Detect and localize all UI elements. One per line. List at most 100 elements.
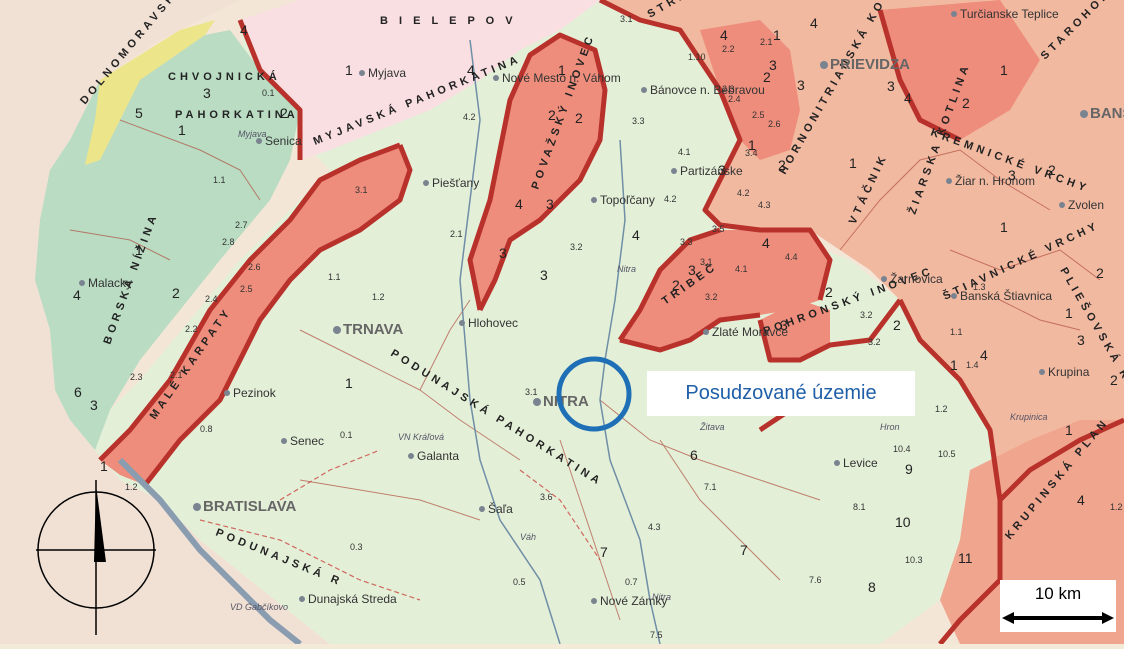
area-number: 2	[280, 105, 288, 121]
area-number: 1	[1000, 219, 1008, 235]
area-number: 3	[797, 77, 805, 93]
city-marker-nitra	[533, 398, 541, 406]
area-number: 1	[345, 375, 353, 391]
area-number: 2	[548, 107, 556, 123]
povazsky-inovec-area	[470, 35, 605, 310]
sub-area-number: 4.3	[758, 200, 771, 210]
river-label: Žitava	[699, 422, 725, 432]
kremnicke-area	[880, 0, 1040, 140]
city-marker-senec	[281, 438, 287, 444]
sub-area-number: 7.6	[809, 575, 822, 585]
sub-area-number: 10.4	[893, 444, 911, 454]
area-number: 2	[778, 157, 786, 173]
sub-area-number: 2.4	[728, 94, 741, 104]
scale-bar-label: 10 km	[1034, 584, 1082, 603]
area-number: 1	[100, 458, 108, 474]
river-label: VN Kráľová	[398, 432, 444, 442]
sub-area-number: 1.4	[966, 360, 979, 370]
sub-area-number: 3.1	[525, 387, 538, 397]
city-marker-stiavnica	[951, 293, 957, 299]
sub-area-number: 3.1	[620, 14, 633, 24]
city-label-partizanske: Partizánske	[680, 164, 743, 178]
river-label: Nitra	[652, 592, 671, 602]
sub-area-number: 1.1	[328, 272, 341, 282]
area-number: 3	[718, 162, 726, 178]
area-number: 3	[203, 85, 211, 101]
sub-area-number: 0.8	[200, 424, 213, 434]
sub-area-number: 0.7	[625, 577, 638, 587]
sub-area-number: 0.3	[350, 542, 363, 552]
hornonitrianska-area	[700, 20, 800, 160]
city-label-senec: Senec	[290, 434, 324, 448]
region-label-chvojnicka: CHVOJNICKÁ	[168, 70, 281, 83]
area-number: 1	[1065, 422, 1073, 438]
sub-area-number: 4.3	[648, 522, 661, 532]
sub-area-number: 4.2	[664, 194, 677, 204]
city-marker-partizanske	[671, 168, 677, 174]
area-number: 3	[1077, 332, 1085, 348]
city-label-malacky: Malacky	[88, 276, 132, 290]
city-marker-piestany	[423, 180, 429, 186]
area-number: 10	[895, 514, 911, 530]
area-number: 4	[632, 227, 640, 243]
sub-area-number: 1.2	[935, 404, 948, 414]
area-number: 3	[1008, 167, 1016, 183]
rivers	[117, 39, 661, 647]
city-marker-trnava	[333, 326, 341, 334]
neighbour-area	[0, 0, 330, 644]
city-marker-senica	[256, 138, 262, 144]
internal-boundaries	[69, 119, 1101, 621]
area-number: 1	[178, 122, 186, 138]
sub-area-numbers: 3.11.102.22.12.32.42.52.63.33.44.14.23.5…	[125, 14, 1123, 640]
river-label: Hron	[880, 422, 900, 432]
city-marker-moravce	[703, 329, 709, 335]
area-number: 2	[962, 95, 970, 111]
sub-area-number: 2.5	[240, 284, 253, 294]
city-label-turcianske: Turčianske Teplice	[960, 7, 1059, 21]
region-boundaries	[98, 0, 1124, 646]
area-number: 4	[73, 287, 81, 303]
sub-area-number: 10.5	[938, 449, 956, 459]
city-label-moravce: Zlaté Moravce	[712, 325, 788, 339]
city-label-krupina: Krupina	[1048, 365, 1090, 379]
city-label-stiavnica: Banská Štiavnica	[960, 288, 1052, 303]
sub-area-number: 2.2	[185, 324, 198, 334]
city-marker-bratislava	[193, 503, 201, 511]
area-number: 1	[558, 62, 566, 78]
city-marker-vahom	[493, 75, 499, 81]
area-number: 4	[980, 347, 988, 363]
city-label-vahom: Nové Mesto n. Váhom	[502, 71, 621, 85]
city-label-dunajska: Dunajská Streda	[308, 592, 397, 606]
city-label-pezinok: Pezinok	[233, 386, 277, 400]
area-number: 1	[748, 137, 756, 153]
sub-area-number: 2.4	[205, 294, 218, 304]
sub-area-number: 3.2	[705, 292, 718, 302]
city-marker-prievidza	[820, 61, 828, 69]
city-label-galanta: Galanta	[417, 449, 459, 463]
city-label-prievidza: PRIEVIDZA	[830, 56, 910, 73]
north-arrow-icon	[36, 480, 156, 635]
area-number: 2	[825, 284, 833, 300]
area-number: 4	[720, 27, 728, 43]
city-label-trnava: TRNAVA	[343, 321, 403, 338]
city-label-myjava: Myjava	[368, 66, 406, 80]
area-number: 2	[172, 285, 180, 301]
city-label-nitra: NITRA	[543, 393, 589, 410]
study-area-marker[interactable]	[556, 356, 632, 432]
city-label-zarnovica: Žarnovica	[890, 271, 943, 286]
sub-area-number: 2.3	[722, 84, 735, 94]
area-number: 1	[1065, 305, 1073, 321]
area-number: 8	[868, 579, 876, 595]
sub-area-number: 3.2	[868, 337, 881, 347]
area-number: 4	[467, 62, 475, 78]
sub-area-number: 8.1	[853, 502, 866, 512]
city-label-sala: Šaľa	[488, 501, 513, 516]
sub-area-number: 2.1	[760, 37, 773, 47]
city-label-zamky: Nové Zámky	[600, 594, 667, 608]
river-label: Krupinica	[1010, 412, 1048, 422]
city-label-senica: Senica	[265, 134, 302, 148]
sub-area-number: 0.1	[340, 430, 353, 440]
